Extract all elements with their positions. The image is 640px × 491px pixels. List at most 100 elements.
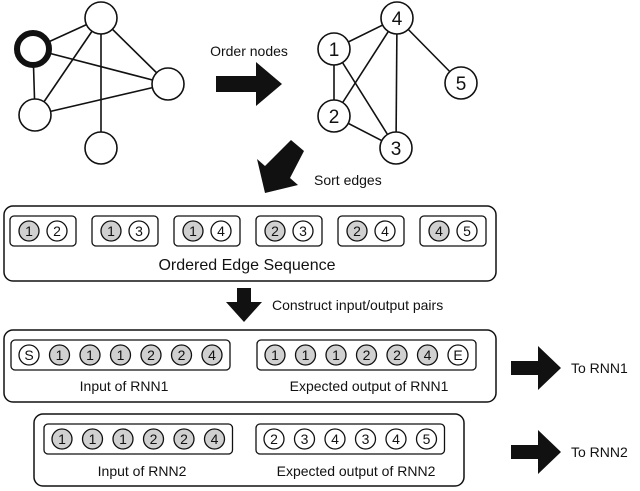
rnn2-output-token-label: 3	[362, 431, 370, 447]
rnn1-output-token-label: 4	[424, 347, 432, 363]
ordered-graph-node-label: 2	[329, 107, 340, 128]
rnn1-input-token-label: 2	[178, 347, 186, 363]
rnn1-output-token	[386, 344, 408, 366]
ordered-edge-sequence-title: Ordered Edge Sequence	[158, 257, 335, 274]
ordered-graph-node	[379, 131, 413, 165]
unordered-graph-node-highlighted	[14, 30, 52, 68]
unordered-graph-node	[84, 131, 118, 165]
rnn1-input-token-label: 1	[86, 347, 94, 363]
rnn1-output-token-label: E	[453, 347, 462, 363]
rnn1-input-box	[10, 339, 231, 371]
unordered-graph-edge	[34, 83, 169, 116]
ordered-graph-node	[317, 32, 351, 66]
rnn1-input-token	[79, 344, 101, 366]
edge-pair-box	[91, 215, 159, 247]
rnn2-output-token	[385, 428, 407, 450]
rnn1-input-token	[201, 344, 223, 366]
rnn2-input-token	[142, 428, 165, 450]
rnn1-input-token	[109, 344, 132, 366]
rnn1-output-token	[264, 344, 286, 366]
rnn1-input-token	[170, 344, 193, 366]
unordered-graph-edge	[34, 17, 102, 116]
edge-pair-node-label: 3	[135, 223, 143, 239]
rnn2-output-token	[354, 428, 377, 450]
rnn1-output-token-label: 1	[302, 347, 310, 363]
rnn2-input-token-label: 4	[211, 431, 219, 447]
rnn2-input-token-label: 1	[89, 431, 97, 447]
edge-pair-node	[428, 220, 450, 242]
sort-edges-arrow	[257, 140, 304, 193]
rnn2-input-token	[81, 428, 104, 450]
rnn1-output-box	[256, 339, 477, 371]
edge-pair-box	[9, 215, 77, 247]
rnn2-output-box	[255, 423, 446, 455]
ordered-graph-node-label: 4	[392, 9, 403, 30]
edge-pair-node-label: 3	[299, 223, 307, 239]
edge-pair-box	[337, 215, 405, 247]
edge-pair-node-label: 4	[381, 223, 389, 239]
rnn2-output-token-label: 2	[270, 431, 278, 447]
rnn2-input-token	[173, 428, 195, 450]
construct-pairs-arrow	[226, 288, 262, 322]
rnn1-output-token	[416, 344, 439, 366]
ordered-graph-node	[317, 99, 351, 133]
rnn1-output-token-label: 2	[393, 347, 401, 363]
edge-pair-node	[292, 220, 314, 242]
order-nodes-arrow	[216, 62, 282, 106]
rnn2-input-token	[51, 428, 73, 450]
edge-pair-node-label: 4	[435, 223, 443, 239]
rnn1-input-token-label: 1	[56, 347, 64, 363]
edge-pair-node-label: 1	[107, 223, 115, 239]
edge-pair-node	[374, 220, 396, 242]
rnn2-output-label: Expected output of RNN2	[277, 463, 436, 479]
rnn1-output-token-label: 2	[363, 347, 371, 363]
rnn1-input-token-label: 1	[117, 347, 125, 363]
rnn2-input-token	[112, 428, 134, 450]
ordered-graph-node-label: 3	[391, 139, 402, 160]
edge-pair-box	[419, 215, 487, 247]
edge-pair-box	[255, 215, 323, 247]
ordered-graph-node-label: 5	[456, 74, 467, 95]
edge-pair-node-label: 5	[463, 223, 471, 239]
ordered-edge-sequence-box	[3, 205, 497, 282]
construct-pairs-label: Construct input/output pairs	[272, 297, 443, 313]
rnn2-input-token-label: 2	[150, 431, 158, 447]
rnn1-input-token-label: S	[24, 347, 33, 363]
ordered-graph-node	[444, 66, 478, 100]
ordered-graph-edge	[333, 48, 397, 149]
rnn1-input-token	[18, 344, 40, 366]
edge-pair-node	[182, 220, 204, 242]
rnn1-output-label: Expected output of RNN1	[290, 378, 449, 394]
to-rnn2-arrow	[511, 430, 561, 474]
rnn2-input-token	[203, 428, 226, 450]
ordered-graph-node	[380, 1, 414, 35]
edge-pair-node-label: 1	[189, 223, 197, 239]
edge-pair-node-label: 4	[217, 223, 225, 239]
rnn1-output-token-label: 1	[332, 347, 340, 363]
rnn2-output-token	[324, 428, 346, 450]
edge-pair-node	[128, 220, 150, 242]
edge-pair-node	[264, 220, 286, 242]
unordered-graph	[14, 1, 185, 165]
edge-pair-node-label: 1	[25, 223, 33, 239]
rnn2-input-token-label: 1	[119, 431, 127, 447]
edge-pair-node	[346, 220, 368, 242]
edge-pair-node-label: 2	[53, 223, 61, 239]
rnn1-input-token	[48, 344, 71, 366]
edge-pair-box	[173, 215, 241, 247]
to-rnn1-label: To RNN1	[571, 360, 628, 376]
rnn2-input-label: Input of RNN2	[98, 463, 187, 479]
to-rnn1-arrow	[511, 346, 561, 390]
rnn1-output-token	[325, 344, 347, 366]
rnn2-input-token-label: 1	[58, 431, 66, 447]
rnn1-input-token-label: 2	[147, 347, 155, 363]
ordered-graph-edge	[333, 17, 398, 117]
